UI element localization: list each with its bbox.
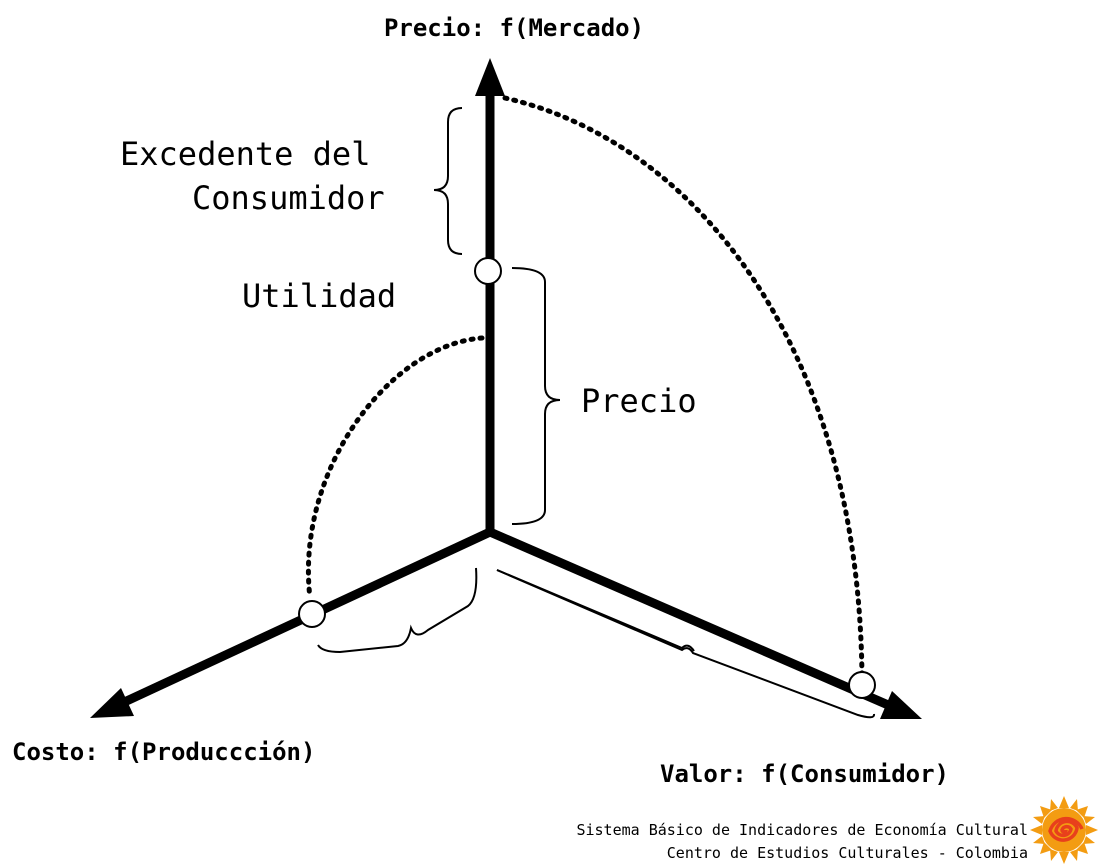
value-point-marker bbox=[848, 671, 876, 699]
precio-label: Precio bbox=[581, 382, 697, 420]
braces bbox=[317, 107, 876, 719]
excedente-label-line2: Consumidor bbox=[192, 179, 385, 217]
cost-point-marker bbox=[298, 600, 326, 628]
footer-credit-line2: Centro de Estudios Culturales - Colombia bbox=[667, 844, 1028, 862]
vertical-arrowhead-icon bbox=[475, 58, 505, 96]
left-axis-label: Costo: f(Produccción) bbox=[12, 738, 315, 766]
footer-credit-line1: Sistema Básico de Indicadores de Economí… bbox=[576, 821, 1028, 839]
vertical-axis-label: Precio: f(Mercado) bbox=[384, 14, 644, 42]
excedente-label-line1: Excedente del bbox=[120, 135, 370, 173]
dotted-arcs bbox=[306, 95, 865, 683]
spiral-icon bbox=[1048, 816, 1084, 842]
precio-brace bbox=[511, 267, 561, 525]
arrowheads bbox=[90, 58, 922, 719]
large-dotted-arc bbox=[502, 95, 865, 683]
right-axis-line bbox=[488, 527, 897, 713]
value-brace-inner bbox=[496, 569, 695, 652]
value-brace bbox=[496, 569, 876, 719]
point-markers bbox=[298, 257, 876, 699]
price-point-marker bbox=[474, 257, 502, 285]
right-axis-label: Valor: f(Consumidor) bbox=[660, 760, 949, 788]
small-dotted-arc bbox=[306, 335, 485, 601]
utilidad-label: Utilidad bbox=[242, 277, 396, 315]
left-arrowhead-icon bbox=[90, 688, 134, 718]
sun-rays bbox=[1030, 796, 1098, 864]
right-arrowhead-icon bbox=[880, 691, 922, 719]
excedente-brace bbox=[433, 107, 463, 255]
sun-spiral-logo-icon bbox=[1030, 796, 1098, 864]
cost-brace bbox=[317, 567, 478, 654]
